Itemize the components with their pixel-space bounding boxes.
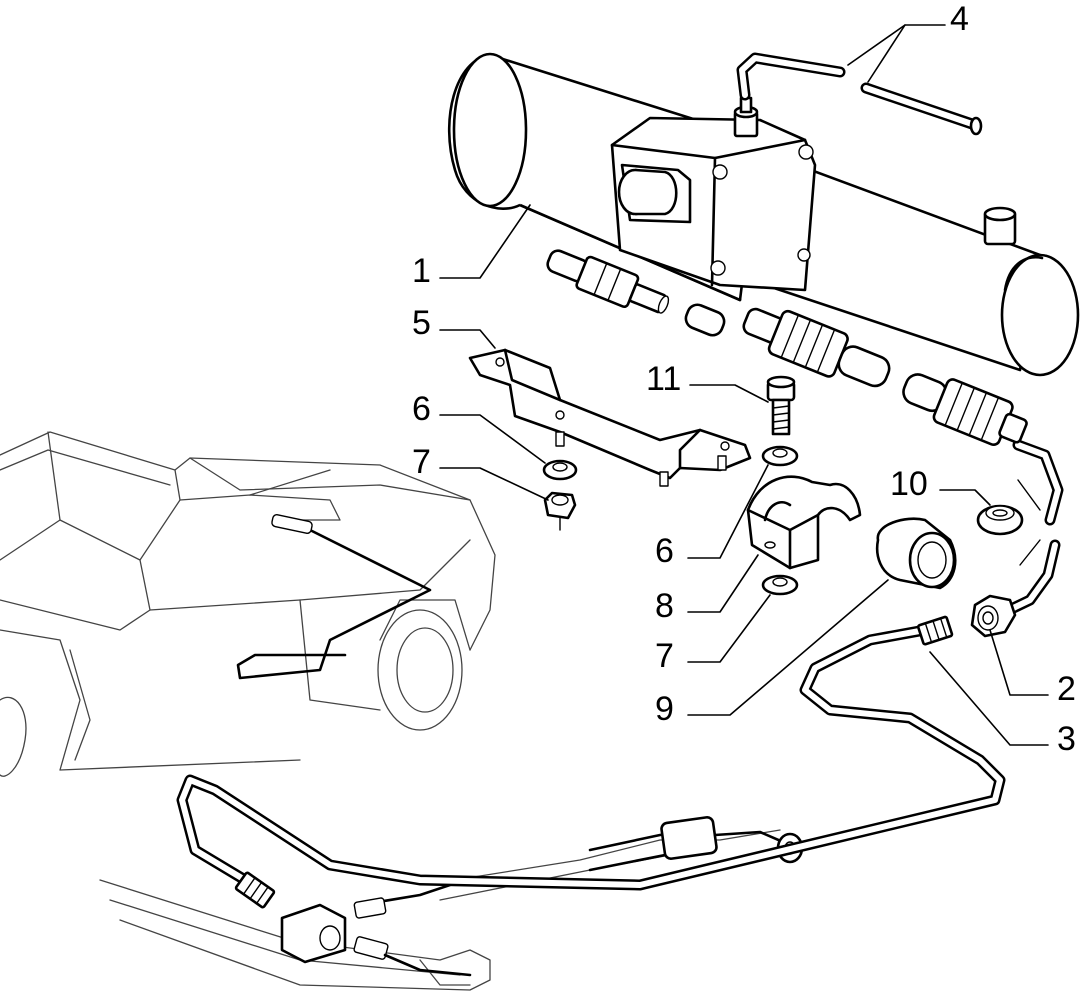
callout-9: 9 (655, 690, 674, 728)
flex-hose (999, 439, 1064, 618)
rubber-bushing (875, 517, 957, 590)
mounting-bracket (468, 348, 752, 487)
callout-7-right: 7 (655, 637, 674, 675)
callout-7-left: 7 (412, 443, 431, 481)
vehicle-outline (0, 431, 496, 991)
saddle-clamp (746, 475, 862, 570)
callout-11: 11 (646, 360, 681, 398)
union-nut (970, 594, 1017, 638)
callout-6-right: 6 (655, 532, 674, 570)
callout-2: 2 (1057, 670, 1076, 708)
callout-3: 3 (1057, 720, 1076, 758)
vent-hoses (736, 52, 983, 136)
callout-1: 1 (412, 252, 431, 290)
callout-6-left: 6 (412, 390, 431, 428)
lower-pipework (280, 816, 804, 977)
callout-10: 10 (890, 465, 928, 503)
fasteners (542, 375, 1024, 596)
callout-5: 5 (412, 304, 431, 342)
callout-4: 4 (950, 0, 969, 38)
hydraulic-cylinder (447, 52, 1080, 377)
callout-labels: 1 2 3 4 5 6 6 7 7 8 9 10 11 (412, 0, 1076, 758)
hose-connectors (546, 249, 1028, 447)
callout-8: 8 (655, 587, 674, 625)
hydraulic-pipe (176, 615, 1006, 909)
leader-lines (439, 24, 1049, 746)
